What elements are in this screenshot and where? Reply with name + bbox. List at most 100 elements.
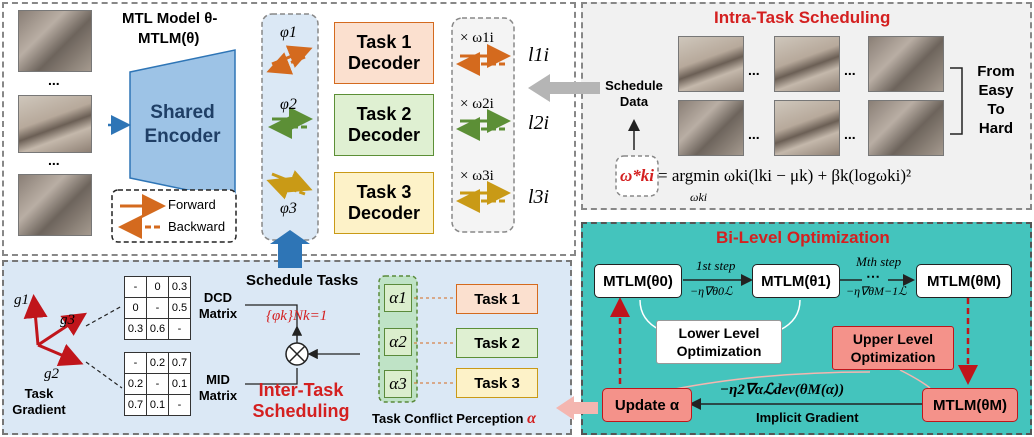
dcd-cell: 0 — [146, 276, 169, 298]
schedule-tasks-label: Schedule Tasks — [246, 272, 359, 289]
inter-task-title: Inter-Task Scheduling — [246, 380, 356, 422]
phi-label-3: φ3 — [280, 200, 297, 217]
mid-cell: - — [124, 352, 147, 374]
phi-set-label: {φk}Nk=1 — [266, 308, 328, 324]
formula-argmin-subscript: ωki — [690, 190, 708, 204]
schedule-tasks-arrow — [270, 230, 310, 268]
dcd-matrix-label: DCD Matrix — [194, 290, 242, 322]
task-3-pill: Task 3 — [456, 368, 538, 398]
easy-to-hard-line1: From — [977, 63, 1015, 80]
sample-ellipsis-4: ... — [844, 126, 856, 142]
task2-decoder-line1: Task 2 — [356, 104, 412, 124]
dcd-cell: - — [168, 318, 191, 340]
schedule-data-line2: Data — [619, 94, 649, 109]
dcd-cell: 0.3 — [124, 318, 147, 340]
mtlm-thetaM-bottom: MTLM(θM) — [922, 388, 1018, 422]
omega-star-box — [615, 155, 659, 197]
mid-cell: 0.1 — [168, 373, 191, 395]
mid-cell: 0.7 — [124, 394, 147, 416]
loss-3: l3i — [528, 186, 550, 208]
task1-decoder: Task 1 Decoder — [334, 22, 434, 84]
dcd-cell: 0.6 — [146, 318, 169, 340]
alpha-1: α1 — [384, 284, 412, 312]
implicit-gradient-formula: −η2∇αℒdev(θM(α)) — [720, 382, 845, 398]
weight-3: × ω3i — [460, 168, 494, 184]
weight-1: × ω1i — [460, 30, 494, 46]
scheduling-formula: = argmin ωki(lki − μk) + βk(logωki)² — [658, 166, 912, 185]
upper-level-line1: Upper Level — [852, 331, 934, 347]
dcd-cell: - — [146, 297, 169, 319]
lower-level-box: Lower Level Optimization — [656, 320, 782, 364]
gradient-g1: g1 — [14, 292, 29, 308]
schedule-data-arrow — [528, 74, 600, 102]
omega-star-label: ω*ki — [620, 166, 655, 185]
dcd-cell: 0 — [124, 297, 147, 319]
task-2-pill: Task 2 — [456, 328, 538, 358]
mid-label-line1: MID — [206, 372, 230, 387]
mid-matrix-label: MID Matrix — [194, 372, 242, 404]
gradient-g2: g2 — [44, 366, 59, 382]
mtlm-theta0: MTLM(θ0) — [594, 264, 682, 298]
legend-backward: Backward — [168, 219, 226, 234]
task-gradient-line1: Task — [24, 386, 54, 401]
step-M-label: Mth step — [856, 254, 902, 269]
mid-cell: 0.7 — [168, 352, 191, 374]
input-ellipsis-2: ... — [48, 152, 60, 168]
dcd-cell: 0.5 — [168, 297, 191, 319]
dcd-label-line2: Matrix — [198, 306, 238, 321]
intra-task-title: Intra-Task Scheduling — [714, 8, 891, 27]
grad-step0: −η∇θ0ℒ — [690, 284, 733, 298]
mid-cell: - — [146, 373, 169, 395]
upper-level-box: Upper Level Optimization — [832, 326, 954, 370]
step-1-label: 1st step — [696, 258, 736, 273]
task-1-pill: Task 1 — [456, 284, 538, 314]
gradient-g3: g3 — [60, 312, 75, 328]
sample-image-2 — [774, 36, 840, 92]
bilevel-title: Bi-Level Optimization — [716, 228, 890, 247]
phi-label-2: φ2 — [280, 96, 297, 113]
task3-decoder-line2: Decoder — [347, 203, 421, 223]
grad-stepM: −η∇θM−1ℒ — [846, 284, 907, 298]
task-conflict-perception-label: Task Conflict Perception α — [372, 410, 536, 428]
easy-to-hard-label: From Easy To Hard — [966, 62, 1026, 138]
feedback-arrow — [556, 396, 598, 420]
easy-to-hard-line2: Easy — [978, 82, 1014, 99]
alpha-2: α2 — [384, 328, 412, 356]
dcd-label-line1: DCD — [203, 290, 233, 305]
phi-label-1: φ1 — [280, 24, 297, 41]
mid-label-line2: Matrix — [198, 388, 238, 403]
task-conflict-text: Task Conflict Perception — [372, 411, 524, 426]
task3-decoder: Task 3 Decoder — [334, 172, 434, 234]
schedule-data-label: Schedule Data — [600, 78, 668, 110]
dcd-cell: - — [124, 276, 147, 298]
sample-image-6 — [868, 100, 944, 156]
input-image-1 — [18, 10, 92, 72]
mtlm-thetaM-top: MTLM(θM) — [916, 264, 1012, 298]
inter-task-title-line2: Scheduling — [252, 401, 350, 421]
task3-decoder-line1: Task 3 — [356, 182, 412, 202]
sample-image-4 — [678, 100, 744, 156]
sample-ellipsis-1: ... — [748, 62, 760, 78]
alpha-3: α3 — [384, 370, 412, 398]
task1-decoder-line2: Decoder — [347, 53, 421, 73]
loss-2: l2i — [528, 112, 550, 134]
task1-decoder-line1: Task 1 — [356, 32, 412, 52]
mid-cell: - — [168, 394, 191, 416]
mtlm-theta1: MTLM(θ1) — [752, 264, 840, 298]
sample-ellipsis-2: ... — [844, 62, 856, 78]
mid-cell: 0.2 — [124, 373, 147, 395]
encoder-label: Shared Encoder — [135, 98, 230, 152]
task-gradient-line2: Gradient — [12, 402, 66, 417]
task2-decoder: Task 2 Decoder — [334, 94, 434, 156]
task2-decoder-line2: Decoder — [347, 125, 421, 145]
input-image-2 — [18, 95, 92, 153]
sample-ellipsis-3: ... — [748, 126, 760, 142]
loss-1: l1i — [528, 44, 550, 66]
lower-level-line1: Lower Level — [678, 325, 760, 341]
mid-cell: 0.1 — [146, 394, 169, 416]
model-title-line1: MTL Model θ- — [122, 10, 218, 27]
lower-level-line2: Optimization — [676, 343, 762, 359]
